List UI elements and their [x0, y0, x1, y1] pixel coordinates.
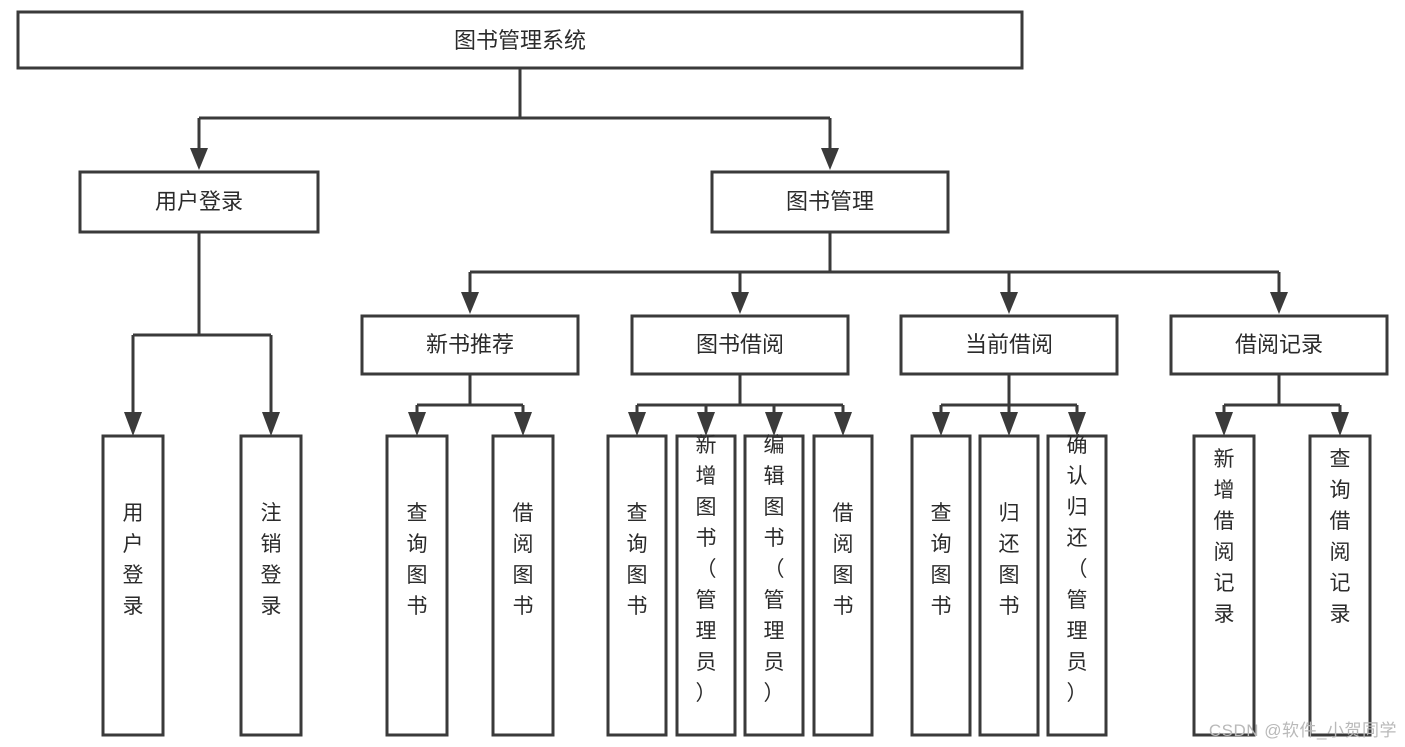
arrow-head-icon — [514, 412, 532, 436]
leaf-node[interactable]: 确认归还（管理员） — [1046, 434, 1108, 737]
arrow-head-icon — [628, 412, 646, 436]
arrow-head-icon — [1270, 292, 1288, 314]
root-box[interactable] — [16, 10, 1024, 70]
leaf-box[interactable] — [910, 434, 972, 737]
connector-book-management-to-level3 — [461, 232, 1288, 314]
node-new-book-recommend[interactable]: 新书推荐 — [360, 314, 580, 376]
node-borrow-record[interactable]: 借阅记录 — [1169, 314, 1389, 376]
node-book-borrow[interactable]: 图书借阅 — [630, 314, 850, 376]
leaf-box[interactable] — [978, 434, 1040, 737]
leaf-box[interactable] — [1308, 434, 1372, 737]
leaf-label: 借阅图书 — [513, 502, 534, 618]
arrow-head-icon — [190, 148, 208, 170]
leaf-label: 查询图书 — [407, 502, 428, 618]
leaf-node[interactable]: 注销登录 — [239, 434, 303, 737]
leaf-label: 注销登录 — [261, 502, 282, 618]
arrow-head-icon — [765, 412, 783, 436]
connector-user-login-to-leaves — [124, 232, 280, 436]
arrow-head-icon — [1331, 412, 1349, 436]
arrow-head-icon — [1068, 412, 1086, 436]
leaf-node[interactable]: 新增借阅记录 — [1192, 434, 1256, 737]
node-current-borrow[interactable]: 当前借阅 — [899, 314, 1119, 376]
leaf-label: 查询借阅记录 — [1330, 448, 1351, 626]
leaf-label: 新增图书（管理员） — [696, 434, 717, 705]
arrow-head-icon — [124, 412, 142, 436]
leaf-box[interactable] — [385, 434, 449, 737]
connector-book-borrow-to-leaves — [628, 374, 852, 436]
leaf-label: 确认归还（管理员） — [1067, 434, 1088, 705]
current-borrow-box[interactable] — [899, 314, 1119, 376]
leaf-node[interactable]: 借阅图书 — [491, 434, 555, 737]
arrow-head-icon — [1000, 412, 1018, 436]
node-book-management[interactable]: 图书管理 — [710, 170, 950, 234]
leaf-node[interactable]: 归还图书 — [978, 434, 1040, 737]
book-borrow-label: 图书借阅 — [696, 332, 784, 357]
current-borrow-label: 当前借阅 — [965, 332, 1053, 357]
arrow-head-icon — [821, 148, 839, 170]
book-management-label: 图书管理 — [786, 189, 874, 214]
leaf-box[interactable] — [743, 434, 805, 737]
leaf-box[interactable] — [1046, 434, 1108, 737]
leaf-label: 归还图书 — [999, 502, 1020, 618]
node-root[interactable]: 图书管理系统 — [16, 10, 1024, 70]
borrow-record-label: 借阅记录 — [1235, 332, 1323, 357]
leaf-box[interactable] — [101, 434, 165, 737]
leaf-node[interactable]: 借阅图书 — [812, 434, 874, 737]
leaf-node[interactable]: 查询图书 — [910, 434, 972, 737]
arrow-head-icon — [461, 292, 479, 314]
leaf-label: 查询图书 — [627, 502, 648, 618]
leaf-label: 借阅图书 — [833, 502, 854, 618]
leaf-node[interactable]: 查询图书 — [606, 434, 668, 737]
leaf-box[interactable] — [1192, 434, 1256, 737]
connector-new-book-recommend-to-leaves — [408, 374, 532, 436]
leaf-node[interactable]: 查询图书 — [385, 434, 449, 737]
leaf-node[interactable]: 编辑图书（管理员） — [743, 434, 805, 737]
leaf-label: 查询图书 — [931, 502, 952, 618]
user-login-label: 用户登录 — [155, 189, 243, 214]
arrow-head-icon — [697, 412, 715, 436]
arrow-head-icon — [932, 412, 950, 436]
arrow-head-icon — [731, 292, 749, 314]
leaf-box[interactable] — [675, 434, 737, 737]
leaf-label: 新增借阅记录 — [1214, 448, 1235, 626]
connector-borrow-record-to-leaves — [1215, 374, 1349, 436]
root-label: 图书管理系统 — [454, 28, 586, 53]
user-login-box[interactable] — [78, 170, 320, 234]
arrow-head-icon — [1000, 292, 1018, 314]
leaf-node[interactable]: 用户登录 — [101, 434, 165, 737]
arrow-head-icon — [1215, 412, 1233, 436]
leaf-label: 编辑图书（管理员） — [764, 434, 785, 705]
leaf-box[interactable] — [606, 434, 668, 737]
arrow-head-icon — [262, 412, 280, 436]
leaf-box[interactable] — [491, 434, 555, 737]
new-book-recommend-box[interactable] — [360, 314, 580, 376]
leaf-box[interactable] — [812, 434, 874, 737]
csdn-watermark: CSDN @软件_小贺同学 — [1208, 721, 1397, 740]
leaf-node[interactable]: 新增图书（管理员） — [675, 434, 737, 737]
leaf-node[interactable]: 查询借阅记录 — [1308, 434, 1372, 737]
leaf-box[interactable] — [239, 434, 303, 737]
node-user-login[interactable]: 用户登录 — [78, 170, 320, 234]
new-book-recommend-label: 新书推荐 — [426, 332, 514, 357]
connector-root-to-level2 — [190, 68, 839, 170]
connector-current-borrow-to-leaves — [932, 374, 1086, 436]
arrow-head-icon — [408, 412, 426, 436]
arrow-head-icon — [834, 412, 852, 436]
leaf-label: 用户登录 — [123, 502, 144, 618]
